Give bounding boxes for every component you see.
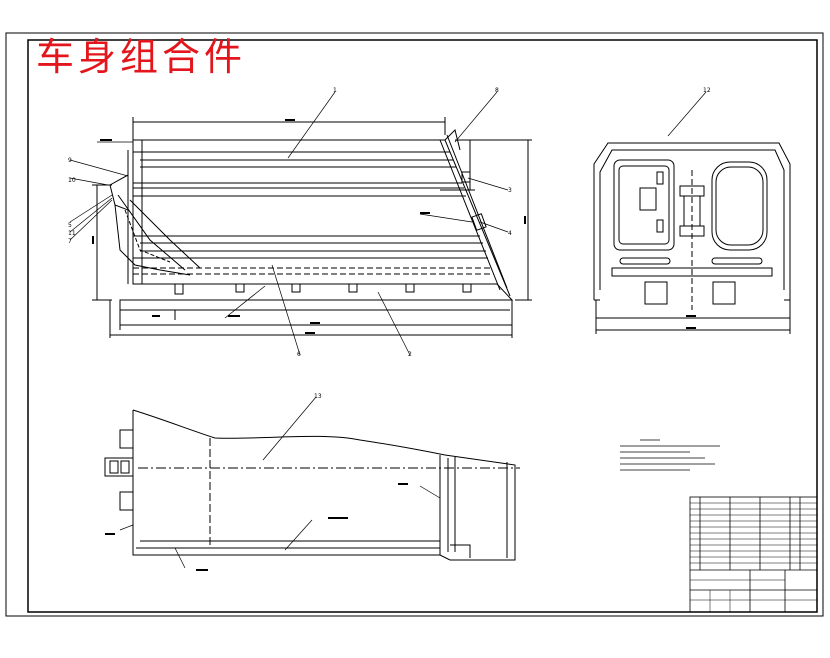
callout-8: 8 [495,87,499,94]
callout-7: 7 [68,238,72,245]
title-block-rows [690,502,817,612]
outer-frame [5,32,824,617]
callout-3: 3 [508,187,512,194]
title-block [689,496,818,613]
callout-9: 9 [68,157,72,164]
callout-6: 6 [297,351,301,358]
plan-view-leaders [119,485,441,569]
inner-frame [27,39,818,613]
dimension-text-marks [92,119,696,571]
side-view [92,117,532,338]
plan-view [104,409,520,561]
callout-12: 12 [703,87,711,94]
rear-view [593,142,791,334]
callout-11: 11 [68,230,76,237]
side-view-leaders [69,91,707,461]
callout-13: 13 [314,393,322,400]
drawing-title: 车身组合件 [36,35,247,79]
callout-1: 1 [333,87,337,94]
callout-5: 5 [68,222,72,229]
callout-4: 4 [508,230,512,237]
technical-notes [620,439,720,471]
callout-10: 10 [68,177,76,184]
callout-2: 2 [408,351,412,358]
callout-labels: 1 2 3 4 5 6 7 8 9 10 11 12 13 [68,87,711,400]
